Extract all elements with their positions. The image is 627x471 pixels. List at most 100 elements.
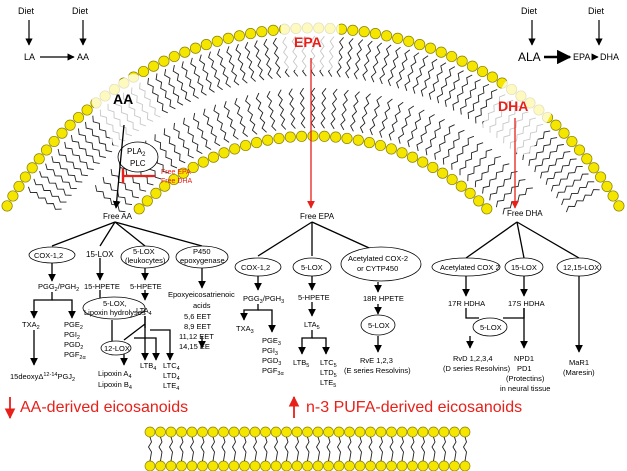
phospholipid-head: [229, 143, 241, 155]
phospholipid-head: [375, 460, 387, 471]
aa-p450-sub: epoxygenase: [180, 256, 225, 265]
phospholipid-head: [155, 426, 166, 438]
aa-15hpete: 15-HPETE: [84, 282, 120, 291]
phospholipid-tail: [158, 436, 163, 462]
phospholipid-head: [449, 460, 460, 471]
phospholipid-head: [281, 426, 292, 438]
phospholipid-head: [284, 131, 296, 143]
phospholipid-tail: [534, 144, 564, 173]
svg-text:PLA2: PLA2: [127, 147, 146, 158]
phospholipid-head: [81, 104, 93, 116]
epa-top-label: EPA: [573, 52, 590, 62]
phospholipid-head: [176, 426, 187, 438]
aa-pgf2a: PGF: [64, 350, 80, 359]
phospholipid-tail: [495, 179, 526, 208]
phospholipid-tail: [221, 436, 226, 462]
aa-branch: [30, 221, 206, 366]
phospholipid-tail: [467, 83, 490, 119]
phospholipid-head: [186, 460, 198, 471]
phospholipid-tail: [326, 436, 331, 462]
aa-eet3: 11,12 EET: [179, 332, 214, 341]
diet-label-4: Diet: [588, 6, 605, 16]
phospholipid-head: [427, 161, 439, 173]
epa-membrane-label: EPA: [294, 34, 322, 50]
phospholipid-tail: [203, 108, 221, 147]
phospholipid-head: [72, 111, 85, 124]
phospholipid-tail: [263, 38, 273, 80]
phospholipid-head: [365, 426, 376, 438]
phospholipid-head: [333, 460, 345, 471]
phospholipid-tail: [362, 40, 373, 81]
phospholipid-tail: [92, 115, 119, 147]
phospholipid-tail: [234, 97, 248, 137]
aa-15lox-label: 15-LOX: [86, 250, 114, 259]
phospholipid-head: [159, 180, 171, 192]
phospholipid-tail: [436, 66, 456, 104]
free-epa-label: Free EPA: [300, 212, 335, 221]
aa-eet1: 5,6 EET: [184, 312, 212, 321]
phospholipid-tail: [208, 51, 223, 91]
lipid-bilayer: [1, 22, 625, 471]
svg-text:LTB5: LTB5: [293, 358, 309, 369]
epa-pgf3a: PGF: [262, 366, 278, 375]
aa-p450-label: P450: [193, 247, 211, 256]
phospholipid-tail: [412, 55, 429, 94]
phospholipid-head: [144, 460, 156, 471]
phospholipid-head: [176, 460, 187, 471]
phospholipid-head: [473, 195, 485, 207]
phospholipid-tail: [173, 122, 194, 159]
svg-text:PGD2: PGD2: [64, 340, 83, 351]
aa-5hpete: 5-HPETE: [130, 282, 162, 291]
phospholipid-head: [141, 195, 153, 207]
phospholipid-tail: [482, 163, 510, 194]
epa-pgd3: PGD: [262, 356, 279, 365]
phospholipid-head: [601, 180, 613, 192]
phospholipid-tail: [147, 77, 168, 114]
dha-neural: in neural tissue: [500, 384, 550, 393]
phospholipid-tail: [95, 185, 126, 213]
phospholipid-head: [302, 460, 313, 471]
phospholipid-head: [369, 28, 381, 40]
free-aa-label: Free AA: [103, 212, 133, 221]
phospholipid-head: [144, 426, 156, 438]
phospholipid-tail: [359, 93, 371, 134]
phospholipid-head: [435, 46, 447, 58]
dha-17rhdha: 17R HDHA: [448, 299, 485, 308]
phospholipid-head: [396, 426, 408, 438]
phospholipid-head: [312, 460, 324, 471]
phospholipid-tail: [189, 436, 194, 462]
phospholipid-tail: [217, 48, 232, 88]
phospholipid-head: [386, 426, 397, 438]
phospholipid-tail: [561, 181, 595, 206]
phospholipid-head: [218, 460, 229, 471]
phospholipid-head: [352, 134, 364, 146]
epa-rve-note: (E series Resolvins): [344, 366, 411, 375]
dha-top-label: DHA: [600, 52, 619, 62]
phospholipid-tail: [379, 98, 393, 138]
phospholipid-head: [56, 127, 68, 139]
phospholipid-tail: [407, 109, 425, 148]
phospholipid-head: [446, 50, 458, 63]
phospholipid-tail: [110, 169, 139, 199]
svg-text:PGF3α: PGF3α: [262, 366, 284, 377]
phospholipid-head: [291, 426, 303, 438]
svg-text:PGG3/PGH3: PGG3/PGH3: [243, 294, 284, 305]
phospholipid-head: [296, 130, 308, 142]
phospholipid-head: [245, 28, 257, 40]
phospholipid-head: [438, 460, 450, 471]
phospholipid-head: [381, 30, 393, 42]
phospholipid-head: [7, 190, 19, 202]
aa-5lox-label: 5-LOX: [133, 247, 155, 256]
phospholipid-head: [137, 65, 150, 78]
phospholipid-head: [197, 426, 208, 438]
dha-15lox: 15-LOX: [511, 263, 537, 272]
phospholipid-head: [407, 460, 418, 471]
phospholipid-tail: [345, 38, 354, 79]
phospholipid-tail: [528, 137, 558, 166]
phospholipid-head: [207, 426, 219, 438]
phospholipid-head: [323, 426, 334, 438]
phospholipid-head: [323, 460, 334, 471]
phospholipid-tail: [378, 436, 383, 462]
phospholipid-head: [218, 426, 229, 438]
